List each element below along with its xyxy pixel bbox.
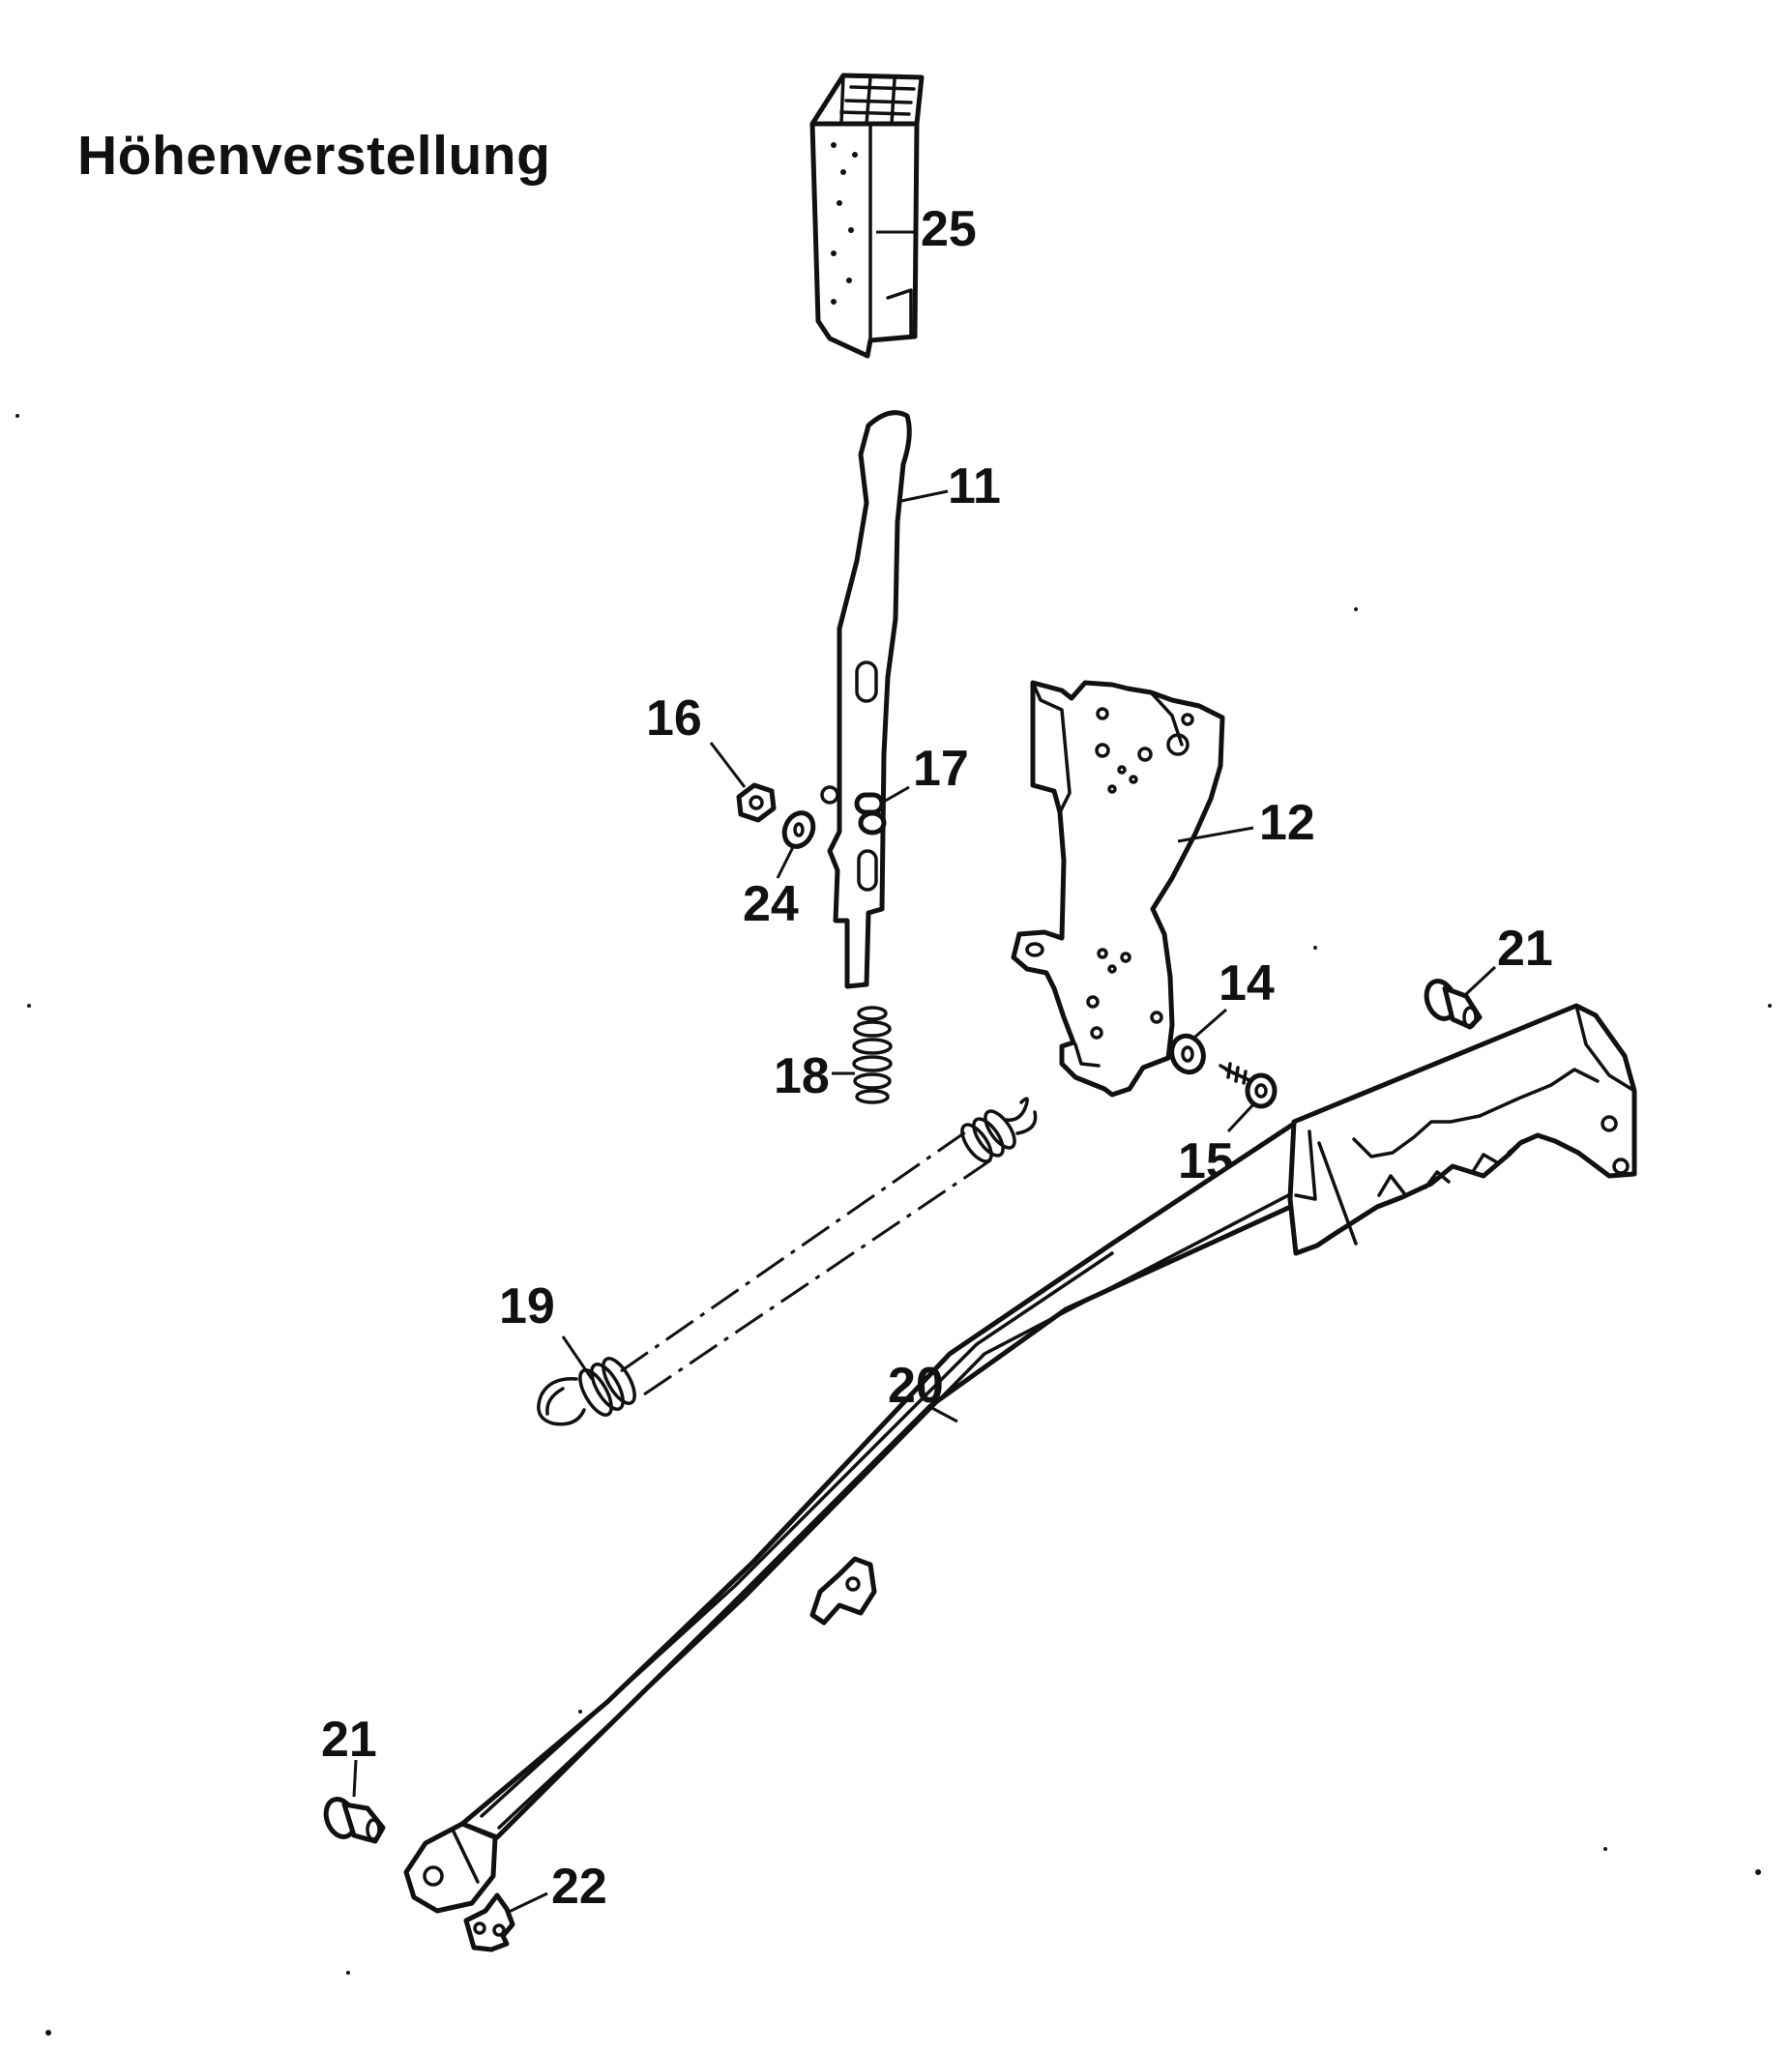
callout-20: 20 (888, 1358, 944, 1414)
part-24-washer (781, 810, 816, 849)
callout-17: 17 (913, 741, 969, 797)
leader-22 (506, 1892, 548, 1915)
leader-19 (561, 1335, 594, 1380)
callout-11: 11 (948, 458, 1001, 514)
leader-12 (1177, 826, 1254, 843)
leader-21b (352, 1759, 358, 1798)
part-16-nut (736, 782, 777, 823)
callout-21-bottom: 21 (321, 1712, 377, 1768)
part-21-bolt-top (1424, 979, 1483, 1030)
part-18-compression-spring (852, 1006, 893, 1104)
leader-11 (900, 489, 949, 503)
part-25-handle-cap (809, 73, 925, 359)
leader-14 (1194, 1008, 1227, 1039)
leader-24 (776, 846, 795, 879)
callout-14: 14 (1219, 955, 1275, 1012)
callout-19: 19 (499, 1278, 555, 1334)
part-14-washer (1169, 1033, 1206, 1075)
callout-12: 12 (1259, 795, 1315, 851)
part-17-pin (854, 792, 887, 836)
leader-17 (881, 785, 910, 805)
callout-22: 22 (551, 1859, 607, 1915)
part-12-bracket (1011, 680, 1225, 1098)
callout-21-top: 21 (1497, 921, 1553, 977)
callout-24: 24 (743, 876, 799, 932)
part-21-bolt-bottom (323, 1797, 386, 1844)
leader-16 (709, 742, 747, 788)
part-22-clip (463, 1892, 515, 1952)
callout-25: 25 (921, 201, 977, 257)
leader-15 (1226, 1100, 1257, 1133)
callout-18: 18 (774, 1048, 830, 1104)
leader-21a (1464, 965, 1497, 996)
diagram-title: Höhenverstellung (77, 125, 551, 187)
leader-20 (927, 1404, 958, 1423)
part-19-tension-spring (537, 1097, 1038, 1426)
part-20-adjusting-arm (403, 1003, 1637, 1914)
part-15-screw (1219, 1062, 1278, 1109)
callout-16: 16 (646, 690, 702, 747)
part-11-lever-bar (820, 410, 912, 989)
